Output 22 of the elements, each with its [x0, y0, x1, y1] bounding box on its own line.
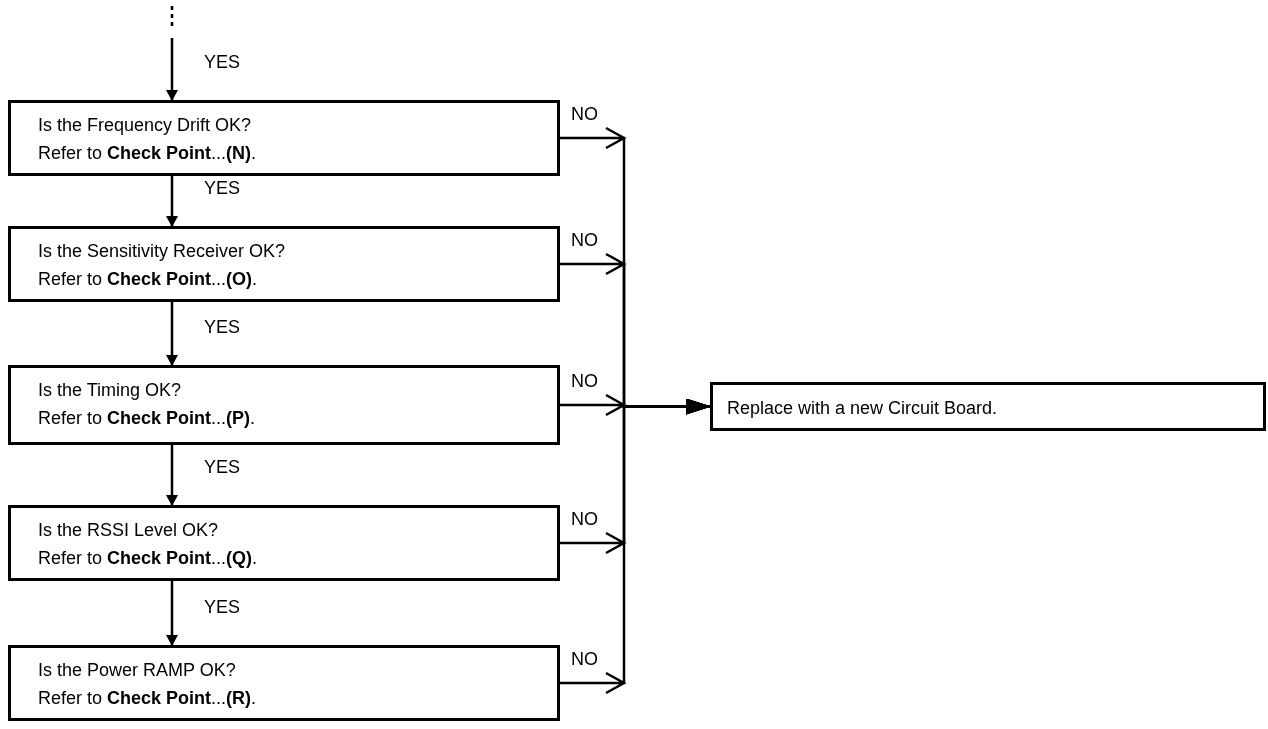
arrow — [166, 445, 178, 506]
question-text: Is the Sensitivity Receiver OK? — [38, 240, 287, 263]
arrow — [166, 4, 178, 102]
arrow — [166, 176, 178, 227]
reference-text: Refer to Check Point...(R). — [38, 687, 258, 710]
reference-text: Refer to Check Point...(N). — [38, 142, 258, 165]
arrow — [166, 581, 178, 646]
process-box — [8, 226, 560, 302]
reference-text: Refer to Check Point...(Q). — [38, 547, 259, 570]
arrow — [166, 302, 178, 366]
process-box — [710, 382, 1266, 431]
reference-text: Refer to Check Point...(P). — [38, 407, 257, 430]
process-box — [8, 365, 560, 445]
process-box — [8, 505, 560, 581]
question-text: Is the Frequency Drift OK? — [38, 114, 253, 137]
question-text: Is the Power RAMP OK? — [38, 659, 237, 682]
question-text: Is the RSSI Level OK? — [38, 519, 220, 542]
reference-text: Refer to Check Point...(O). — [38, 268, 259, 291]
question-text: Is the Timing OK? — [38, 379, 183, 402]
process-box — [8, 100, 560, 176]
question-text: Replace with a new Circuit Board. — [727, 397, 999, 420]
process-box — [8, 645, 560, 721]
